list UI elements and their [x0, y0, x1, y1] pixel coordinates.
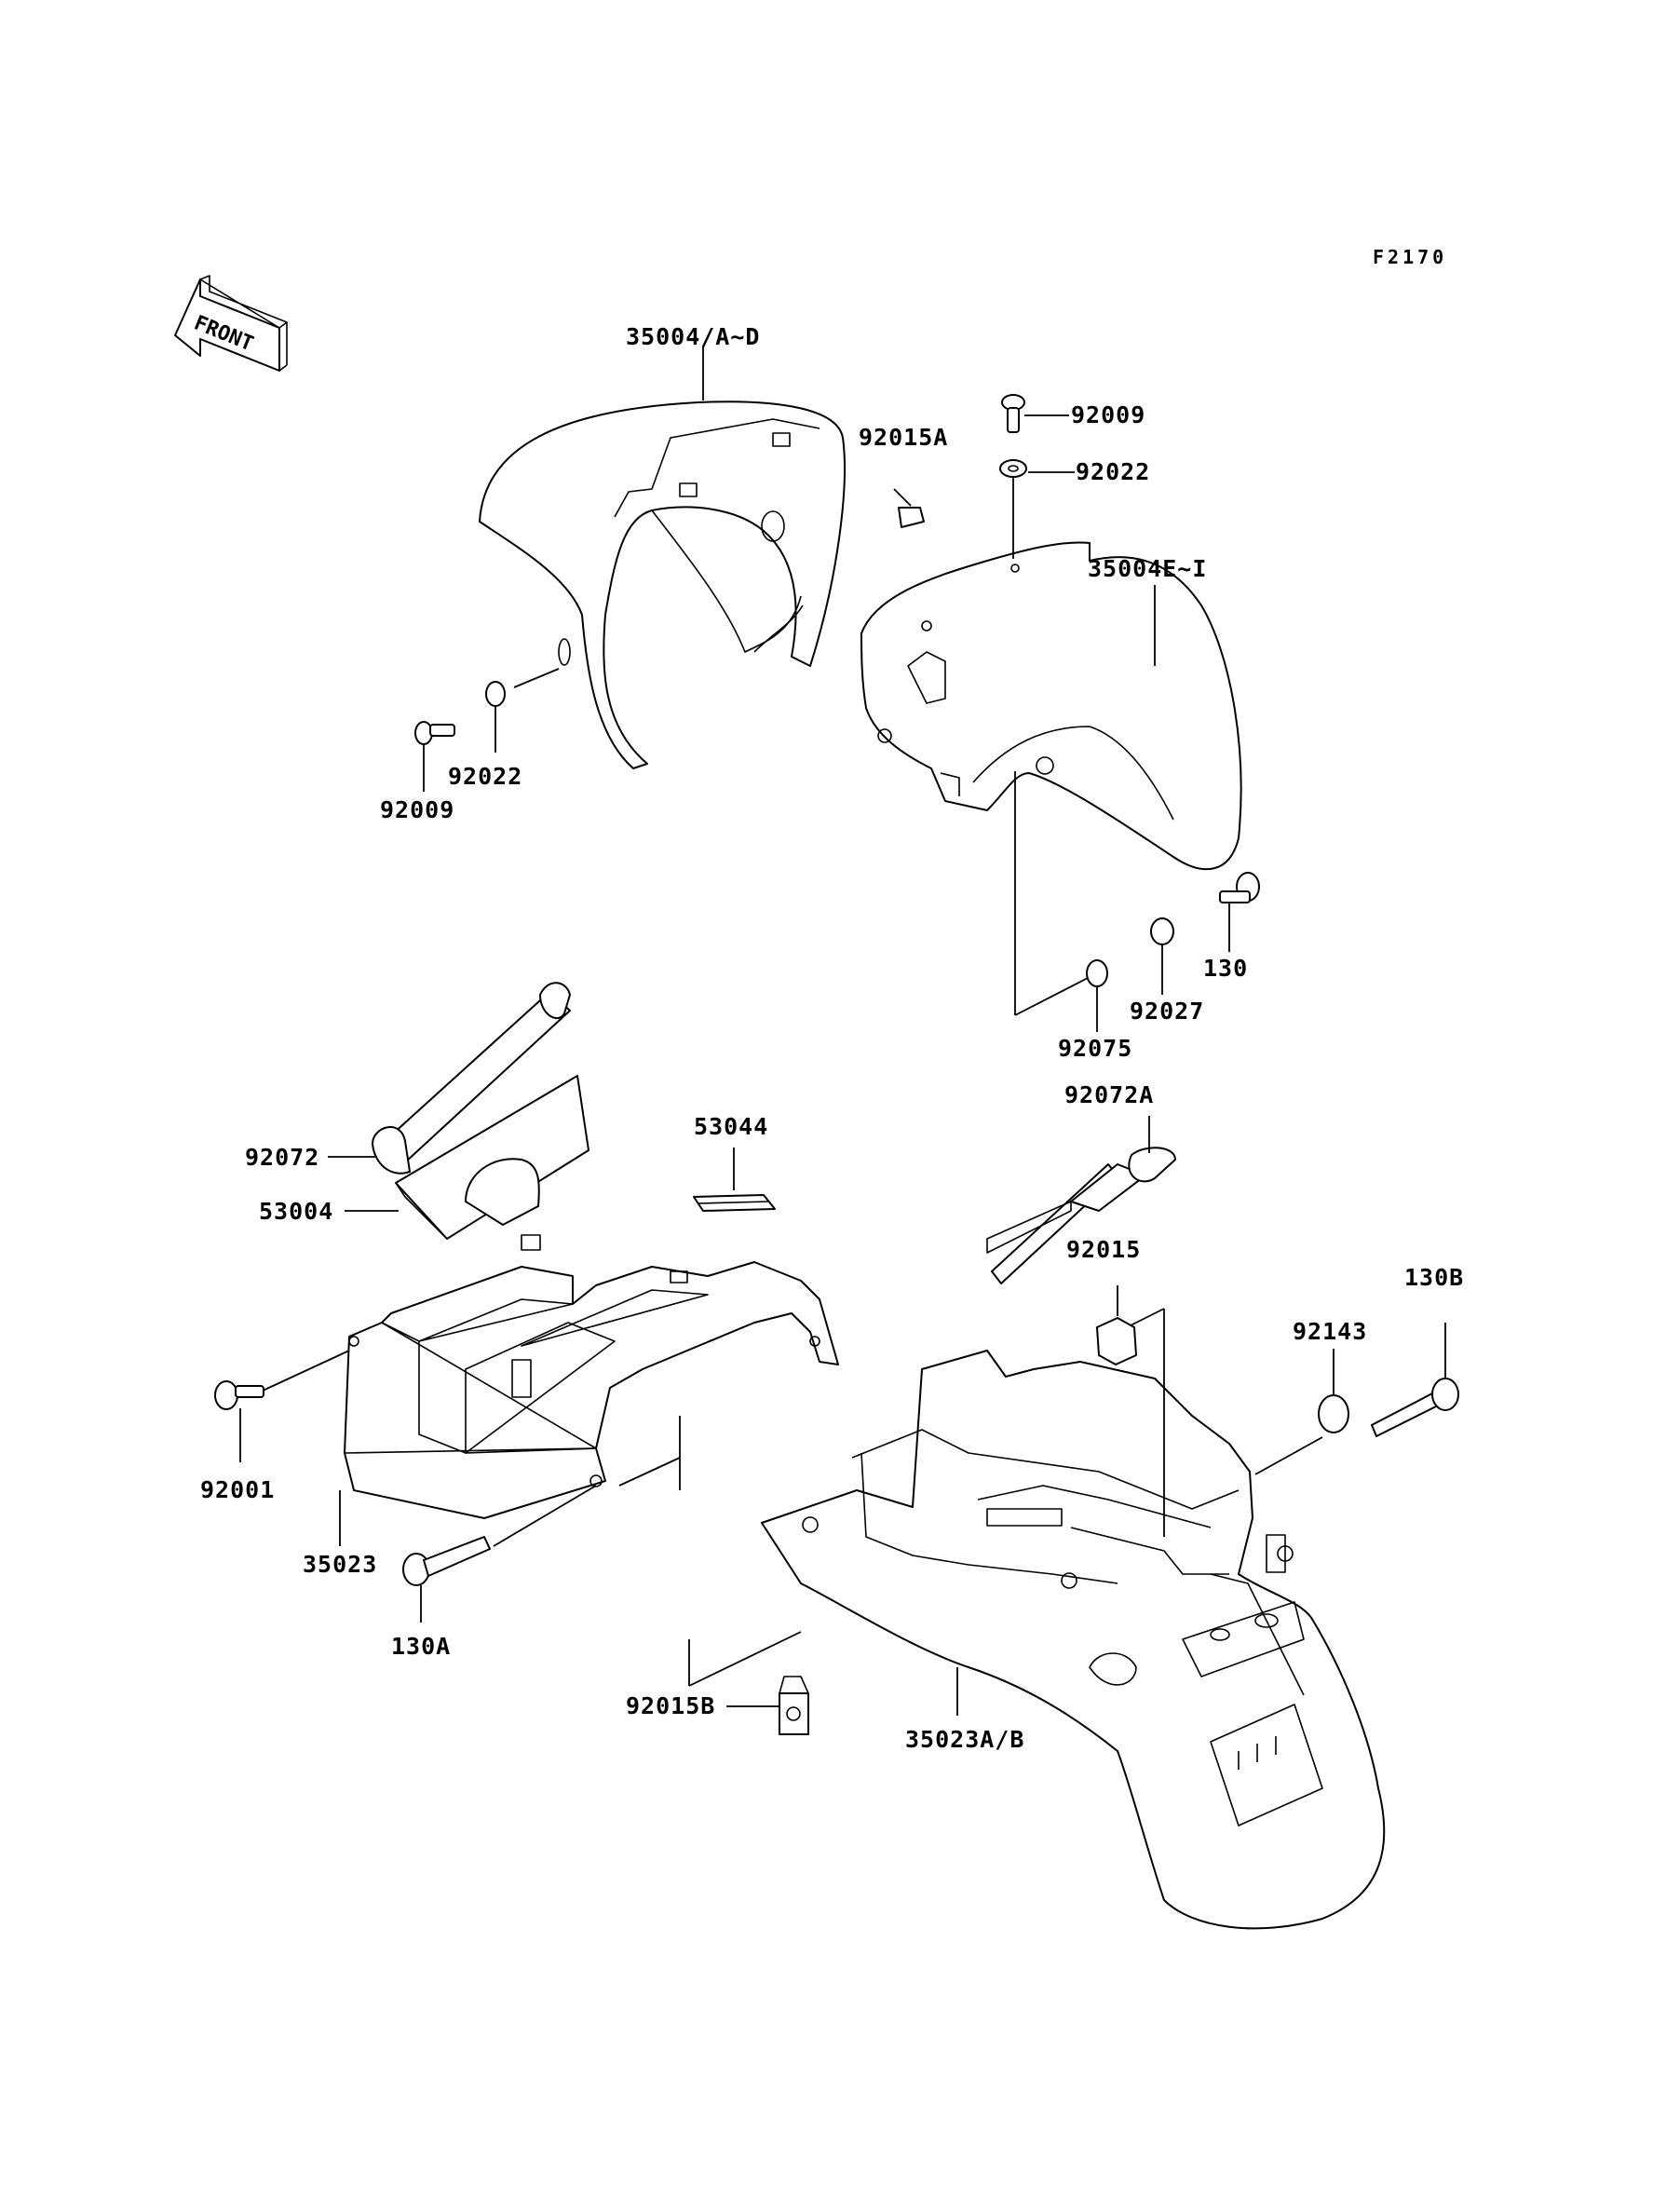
- bolt-130-icon: [1219, 872, 1260, 952]
- bolt-130b-icon: [1371, 1323, 1459, 1437]
- label-92015: 92015: [1066, 1236, 1141, 1263]
- rear-fender-35023ab: [688, 1308, 1386, 1930]
- label-92072: 92072: [245, 1144, 319, 1171]
- drawing-code: F2170: [1373, 246, 1447, 268]
- washer-92022-left-icon: [485, 668, 560, 753]
- cover-53004-icon: [345, 1075, 589, 1240]
- label-130b: 130B: [1404, 1264, 1464, 1291]
- label-92075: 92075: [1058, 1035, 1132, 1062]
- label-92143: 92143: [1293, 1318, 1367, 1345]
- strap-92072-icon: [328, 982, 571, 1175]
- label-92001: 92001: [200, 1476, 275, 1503]
- nut-92143-icon: [1318, 1349, 1349, 1433]
- nut-92027-icon: [1150, 917, 1174, 995]
- label-35004-a-d: 35004/A~D: [626, 323, 760, 350]
- screw-92009-left-icon: [414, 721, 455, 792]
- label-130: 130: [1203, 955, 1248, 982]
- label-92015b: 92015B: [626, 1692, 715, 1719]
- clip-92015b-icon: [726, 1676, 809, 1735]
- bolt-130a-icon: [402, 1416, 681, 1623]
- label-92022-left: 92022: [448, 763, 522, 790]
- label-92022-top: 92022: [1076, 458, 1150, 485]
- label-92009-top: 92009: [1071, 401, 1145, 428]
- label-130a: 130A: [391, 1633, 451, 1660]
- washer-92022-top-icon: [999, 459, 1075, 559]
- label-92027: 92027: [1130, 998, 1204, 1025]
- label-92072a: 92072A: [1064, 1081, 1154, 1108]
- label-53044: 53044: [694, 1113, 768, 1140]
- front-fender-b: [860, 541, 1242, 870]
- label-53004: 53004: [259, 1198, 333, 1225]
- strap-92072a-icon: [986, 1116, 1176, 1284]
- clip-92015a-icon: [893, 488, 925, 528]
- label-92009-left: 92009: [380, 796, 454, 823]
- label-35023a-b: 35023A/B: [905, 1726, 1024, 1753]
- screw-92009-top-icon: [1001, 394, 1069, 433]
- front-fender-a: [479, 401, 846, 769]
- label-92015a: 92015A: [859, 424, 948, 451]
- label-35004-e-i: 35004E~I: [1088, 555, 1207, 582]
- bolt-92001-icon: [214, 1380, 264, 1462]
- nut-92015-icon: [1096, 1285, 1137, 1365]
- washer-92075-icon: [1014, 771, 1108, 1032]
- label-35023: 35023: [303, 1551, 377, 1578]
- pad-53044-icon: [693, 1148, 776, 1212]
- battery-case-35023-icon: [260, 1234, 839, 1546]
- front-arrow-icon: FRONT: [174, 275, 288, 372]
